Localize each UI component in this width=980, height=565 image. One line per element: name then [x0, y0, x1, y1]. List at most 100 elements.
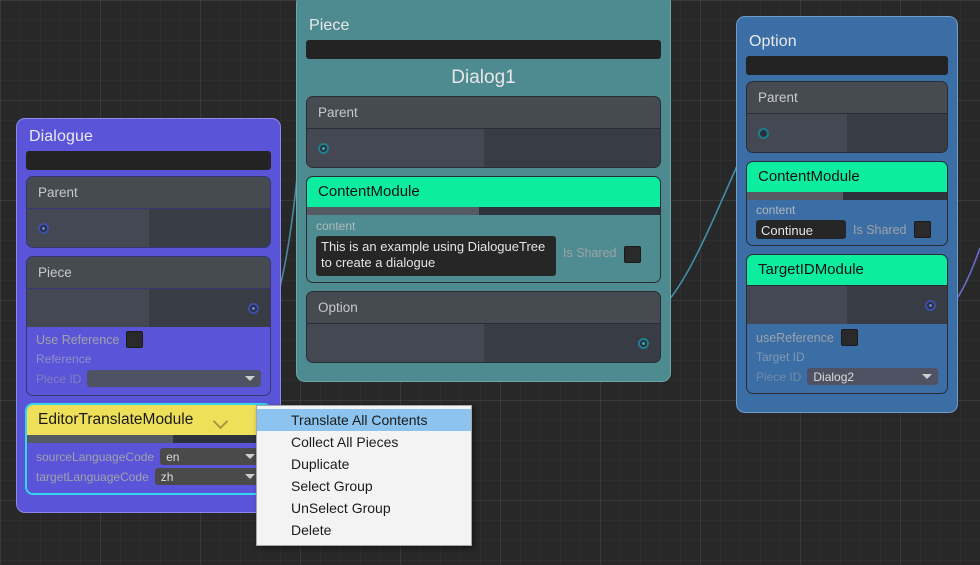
- content-label: content: [316, 219, 356, 233]
- use-reference-checkbox[interactable]: [840, 329, 858, 346]
- context-menu[interactable]: Translate All Contents Collect All Piece…: [256, 405, 472, 546]
- option-content-module-header[interactable]: ContentModule: [747, 162, 947, 192]
- dialogue-piece-output-cell[interactable]: [148, 289, 270, 327]
- use-reference-checkbox[interactable]: [126, 331, 144, 348]
- editor-translate-module-title: EditorTranslateModule: [38, 411, 194, 428]
- option-parent-output-cell[interactable]: [847, 114, 947, 152]
- reference-label: Reference: [36, 352, 92, 366]
- node-piece[interactable]: Piece Dialog1 Parent ContentModule conte…: [296, 0, 671, 382]
- content-textarea[interactable]: This is an example using DialogueTree to…: [316, 236, 556, 276]
- use-reference-label: useReference: [756, 330, 834, 345]
- target-language-dropdown[interactable]: zh: [154, 468, 261, 485]
- is-shared-label: Is Shared: [563, 246, 617, 260]
- target-language-value: zh: [160, 469, 174, 484]
- content-row: Continue Is Shared: [756, 220, 938, 239]
- piece-id-label: Piece ID: [36, 371, 82, 386]
- divider-left: [27, 435, 173, 443]
- context-menu-item-select-group[interactable]: Select Group: [291, 478, 373, 494]
- piece-content-module-header[interactable]: ContentModule: [307, 177, 660, 207]
- divider-right: [173, 435, 270, 443]
- dialogue-piece-input-cell[interactable]: [27, 289, 149, 327]
- target-language-label: targetLanguageCode: [36, 469, 149, 484]
- dialogue-piece-port-row: [27, 288, 270, 327]
- target-id-fields: useReference Target ID Piece ID Dialog2: [747, 324, 947, 393]
- piece-option-panel: Option: [306, 291, 661, 363]
- option-parent-input-cell[interactable]: [747, 114, 847, 152]
- editor-translate-module-panel: EditorTranslateModule sourceLanguageCode…: [25, 403, 272, 495]
- target-id-module-header[interactable]: TargetIDModule: [747, 255, 947, 285]
- content-row: This is an example using DialogueTree to…: [316, 236, 651, 276]
- dialogue-parent-panel: Parent: [26, 176, 271, 248]
- content-module-divider: [307, 207, 660, 215]
- context-menu-item-collect-all-pieces[interactable]: Collect All Pieces: [291, 434, 399, 450]
- parent-input-port-icon[interactable]: [758, 127, 769, 139]
- divider-right: [843, 192, 947, 200]
- dialogue-piece-label: Piece: [27, 257, 270, 288]
- target-id-port-row: [747, 285, 947, 324]
- use-reference-row: useReference: [756, 329, 938, 346]
- chevron-down-icon: [245, 474, 255, 479]
- context-menu-item-delete[interactable]: Delete: [291, 522, 332, 538]
- chevron-down-icon: [245, 376, 255, 381]
- piece-option-input-cell[interactable]: [307, 324, 484, 362]
- node-piece-name-input[interactable]: [306, 40, 661, 59]
- content-module-divider: [747, 192, 947, 200]
- parent-input-port-icon[interactable]: [38, 222, 49, 234]
- dialogue-parent-label: Parent: [27, 177, 270, 208]
- piece-option-output-cell[interactable]: [483, 324, 660, 362]
- chevron-down-icon[interactable]: [212, 413, 229, 430]
- content-label: content: [756, 203, 796, 217]
- piece-id-row: Piece ID Dialog2: [756, 368, 938, 385]
- piece-parent-port-row: [307, 128, 660, 167]
- piece-id-dropdown[interactable]: [87, 370, 261, 387]
- piece-option-label: Option: [307, 292, 660, 323]
- context-menu-item-duplicate[interactable]: Duplicate: [291, 456, 350, 472]
- dialogue-piece-fields: Use Reference Reference Piece ID: [27, 327, 270, 395]
- dialogue-parent-port-row: [27, 208, 270, 247]
- editor-translate-module-header[interactable]: EditorTranslateModule: [27, 405, 270, 435]
- piece-id-dropdown[interactable]: Dialog2: [807, 368, 938, 385]
- node-dialogue-name-input[interactable]: [26, 151, 271, 170]
- dialogue-parent-output-cell[interactable]: [148, 209, 270, 247]
- divider-left: [307, 207, 479, 215]
- dialogue-piece-panel: Piece Use Reference Reference Piece ID: [26, 256, 271, 396]
- is-shared-checkbox[interactable]: [623, 246, 641, 263]
- node-option-name-input[interactable]: [746, 56, 948, 75]
- source-language-dropdown[interactable]: en: [160, 448, 261, 465]
- node-piece-display-name: Dialog1: [451, 67, 516, 88]
- node-piece-title: Piece: [309, 17, 350, 34]
- source-language-label: sourceLanguageCode: [36, 449, 155, 464]
- target-id-output-port-icon[interactable]: [925, 299, 936, 311]
- parent-input-port-icon[interactable]: [318, 142, 329, 154]
- node-option[interactable]: Option Parent ContentModule content Cont…: [736, 16, 958, 413]
- piece-parent-panel: Parent: [306, 96, 661, 168]
- chevron-down-icon: [245, 454, 255, 459]
- context-menu-item-unselect-group[interactable]: UnSelect Group: [291, 500, 391, 516]
- divider-left: [747, 192, 843, 200]
- target-language-row: targetLanguageCode zh: [36, 468, 261, 485]
- use-reference-row: Use Reference: [36, 331, 261, 348]
- dialogue-parent-input-cell[interactable]: [27, 209, 149, 247]
- piece-parent-label: Parent: [307, 97, 660, 128]
- is-shared-label: Is Shared: [853, 222, 907, 237]
- piece-id-row: Piece ID: [36, 370, 261, 387]
- context-menu-item-translate-all-contents[interactable]: Translate All Contents: [257, 409, 471, 431]
- piece-content-fields: content This is an example using Dialogu…: [307, 215, 660, 282]
- source-language-value: en: [166, 449, 180, 464]
- target-id-output-cell[interactable]: [847, 286, 947, 324]
- node-dialogue[interactable]: Dialogue Parent Piece Use Reference: [16, 118, 281, 513]
- translate-module-divider: [27, 435, 270, 443]
- piece-id-value: Dialog2: [813, 369, 855, 384]
- node-dialogue-title: Dialogue: [29, 128, 93, 145]
- chevron-down-icon: [922, 374, 932, 379]
- piece-output-port-icon[interactable]: [248, 302, 259, 314]
- is-shared-checkbox[interactable]: [913, 221, 931, 238]
- piece-parent-input-cell[interactable]: [307, 129, 484, 167]
- piece-content-module-panel: ContentModule content This is an example…: [306, 176, 661, 283]
- option-output-port-icon[interactable]: [638, 337, 649, 349]
- option-parent-port-row: [747, 113, 947, 152]
- piece-parent-output-cell[interactable]: [483, 129, 660, 167]
- content-input[interactable]: Continue: [756, 220, 846, 239]
- target-id-input-cell[interactable]: [747, 286, 847, 324]
